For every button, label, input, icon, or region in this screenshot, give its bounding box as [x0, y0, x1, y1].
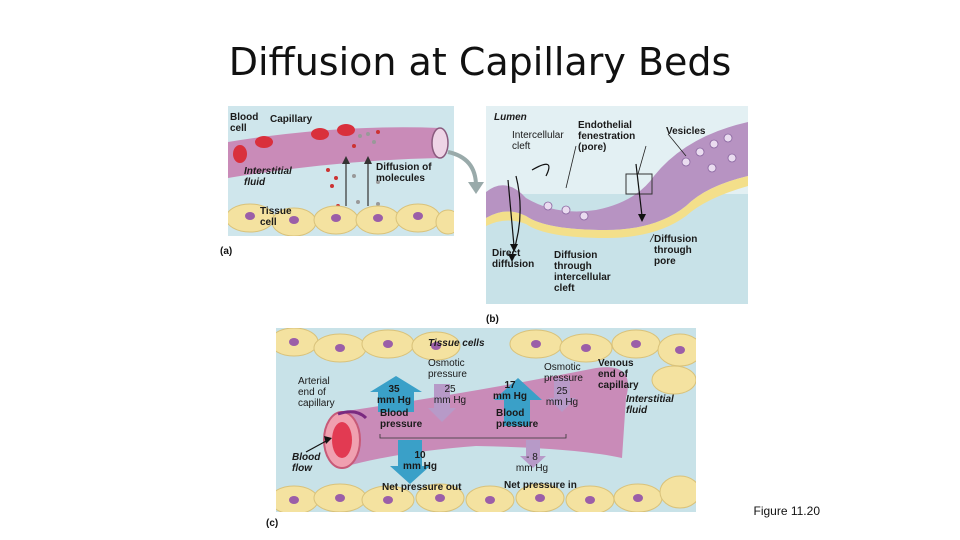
label-lumen: Lumen — [494, 112, 527, 123]
osmotic-left-value: 25 mm Hg — [433, 384, 467, 406]
osmotic-left-label: Osmotic pressure — [428, 358, 467, 380]
label-diffusion-through-cleft: Diffusion through intercellular cleft — [554, 250, 611, 294]
label-diffusion-through-pore: Diffusion through pore — [654, 234, 698, 267]
label-direct-diffusion: Direct diffusion — [492, 248, 535, 270]
panel-a-illustration — [228, 106, 454, 236]
panel-a-tag: (a) — [220, 246, 233, 257]
net-in-label: Net pressure in — [504, 480, 577, 491]
venous-bp-label: Blood pressure — [496, 408, 539, 430]
label-interstitial-fluid-c: Interstitial fluid — [626, 394, 674, 416]
panel-c-illustration — [276, 328, 696, 512]
arterial-bp-label: Blood pressure — [380, 408, 423, 430]
osmotic-right-label: Osmotic pressure — [544, 362, 583, 384]
net-out-label: Net pressure out — [382, 482, 462, 493]
venous-bp-value: 17 mm Hg — [493, 380, 527, 402]
label-vesicles: Vesicles — [666, 126, 706, 137]
arterial-bp-value: 35 mm Hg — [377, 384, 411, 406]
net-in-value: - 8 mm Hg — [515, 452, 549, 474]
osmotic-right-value: 25 mm Hg — [545, 386, 579, 408]
label-venous-end: Venous end of capillary — [598, 358, 639, 391]
panel-c-diagram: Tissue cells Arterial end of capillary V… — [276, 328, 696, 512]
label-tissue-cells: Tissue cells — [428, 338, 485, 349]
label-diffusion-of-molecules: Diffusion of molecules — [376, 162, 432, 184]
panel-b-diagram: Lumen Intercellular cleft Endothelial fe… — [486, 106, 748, 304]
slide-title: Diffusion at Capillary Beds — [228, 40, 732, 84]
net-out-value: 10 mm Hg — [403, 450, 437, 472]
label-tissue-cell: Tissue cell — [260, 206, 292, 228]
label-endothelial-fenestration: Endothelial fenestration (pore) — [578, 120, 636, 153]
label-blood-flow: Blood flow — [292, 452, 321, 474]
label-interstitial-fluid-a: Interstitial fluid — [244, 166, 292, 188]
label-arterial-end: Arterial end of capillary — [298, 376, 335, 409]
panel-b-illustration — [486, 106, 748, 304]
label-capillary: Capillary — [270, 114, 313, 125]
panel-a-diagram: Blood cell Capillary Interstitial fluid … — [228, 106, 454, 236]
label-blood-cell: Blood cell — [230, 112, 259, 134]
label-intercellular-cleft: Intercellular cleft — [512, 130, 564, 152]
panel-c-tag: (c) — [266, 518, 279, 529]
figure-caption: Figure 11.20 — [753, 504, 821, 518]
panel-b-tag: (b) — [486, 314, 499, 325]
